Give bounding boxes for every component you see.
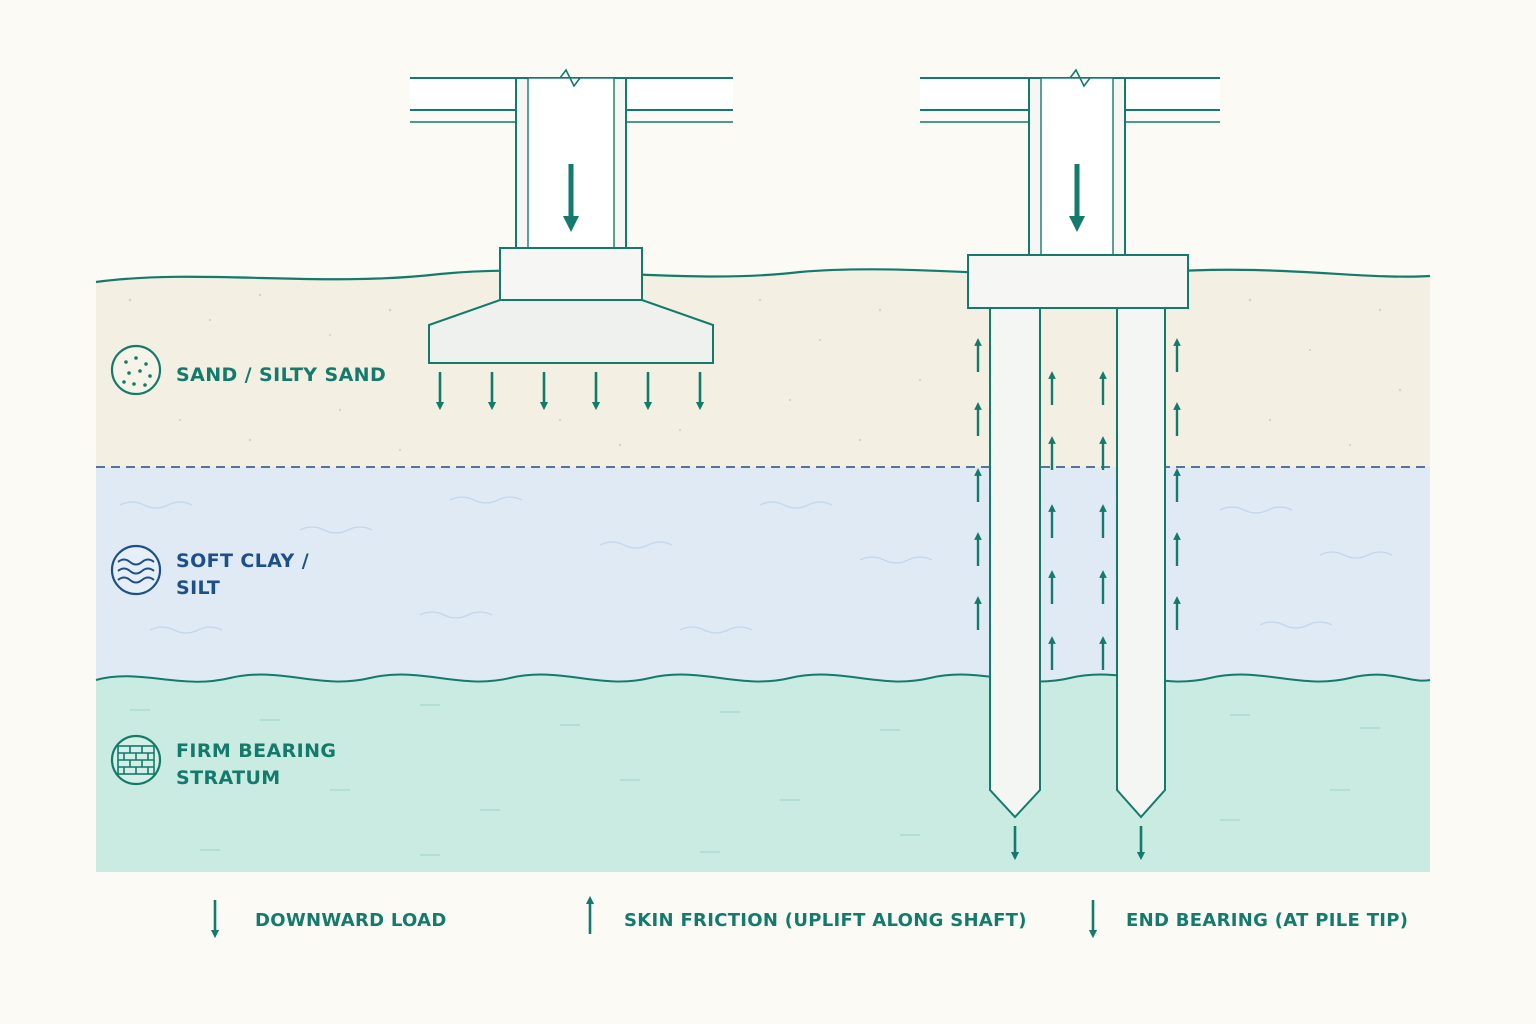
layer-label-clay: SOFT CLAY / SILT — [176, 548, 309, 602]
legend-label-end-bearing: END BEARING (AT PILE TIP) — [1126, 910, 1409, 931]
legend-label-skin-friction: SKIN FRICTION (UPLIFT ALONG SHAFT) — [624, 910, 1027, 931]
pile-cap — [967, 254, 1189, 309]
wave-circle-icon — [110, 544, 162, 596]
end-bearing-arrows — [1010, 826, 1146, 861]
sand-texture — [128, 293, 1402, 452]
pile-right — [1116, 308, 1166, 819]
layer-label-stratum: FIRM BEARING STRATUM — [176, 738, 336, 792]
stratum-layer — [96, 674, 1430, 872]
skin-friction-arrows — [974, 338, 1181, 670]
column-right — [1028, 68, 1126, 256]
clay-texture — [119, 496, 1393, 634]
pile-foundation — [920, 68, 1220, 861]
clay-layer — [96, 467, 1430, 680]
shallow-footing — [410, 68, 733, 411]
brick-circle-icon — [110, 734, 162, 786]
bearing-pressure-arrows — [435, 372, 705, 411]
pedestal — [499, 247, 643, 301]
layer-label-line: SILT — [176, 577, 221, 599]
layer-label-line: FIRM BEARING — [176, 740, 337, 762]
spread-footing — [428, 299, 714, 364]
legend-label-downward-load: DOWNWARD LOAD — [255, 910, 447, 931]
dotted-circle-icon — [110, 344, 162, 396]
floor-slab-right — [920, 77, 1220, 123]
sand-layer — [96, 269, 1430, 467]
column — [515, 68, 627, 250]
ground-surface-line — [95, 268, 1431, 284]
layer-label-line: STRATUM — [176, 767, 281, 789]
layer-label-line: SOFT CLAY / — [176, 550, 310, 572]
layer-label-sand: SAND / SILTY SAND — [176, 362, 386, 389]
pile-left — [989, 308, 1041, 819]
clay-stratum-boundary — [95, 673, 1431, 683]
layer-label-line: SAND / SILTY SAND — [176, 364, 387, 386]
stratum-texture — [130, 704, 1380, 856]
floor-slab — [410, 77, 733, 123]
